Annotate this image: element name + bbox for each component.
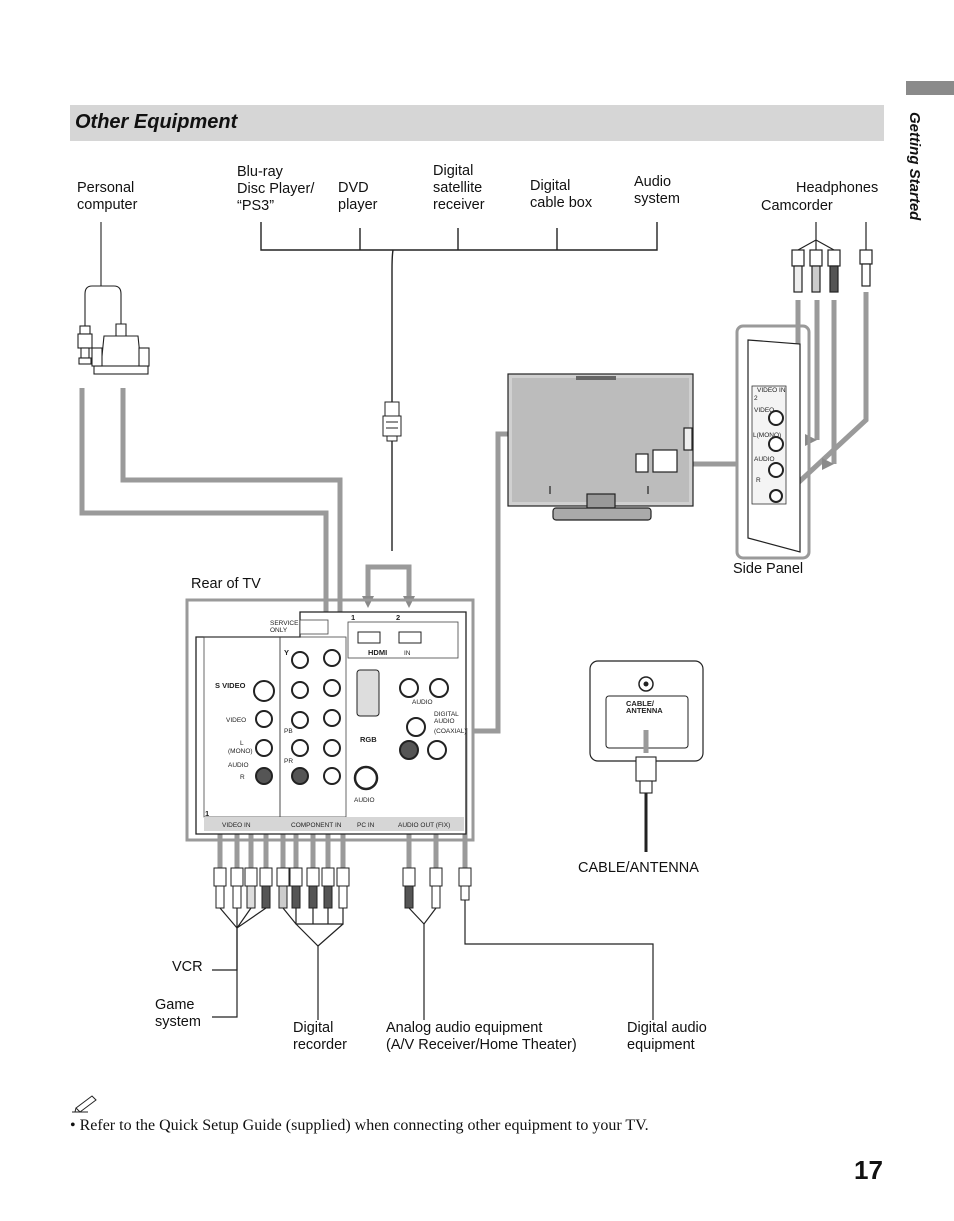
section-header: Other Equipment: [70, 105, 884, 141]
side-video-in-label: VIDEO IN: [757, 387, 786, 394]
label-camcorder: Camcorder: [761, 198, 833, 214]
coax-plug-icon: [635, 756, 657, 852]
audio-label: AUDIO: [228, 762, 249, 769]
label-cable-antenna: CABLE/ANTENNA: [578, 860, 699, 876]
hdmi-2-label: 2: [396, 613, 400, 622]
coaxial-label: (COAXIAL): [434, 728, 467, 735]
label-rear-of-tv: Rear of TV: [191, 576, 261, 592]
pr-label: PR: [284, 758, 293, 765]
side-panel: [735, 324, 811, 560]
label-digital-audio: Digital audio equipment: [627, 1020, 707, 1053]
pc-audio-label: AUDIO: [354, 797, 375, 804]
camcorder-plugs: [791, 222, 873, 293]
audio-top-label: AUDIO: [412, 699, 433, 706]
label-vcr: VCR: [172, 959, 203, 975]
label-analog-audio: Analog audio equipment (A/V Receiver/Hom…: [386, 1020, 577, 1053]
cable-antenna-jack-label: CABLE/ANTENNA: [626, 699, 663, 715]
side-r-label: R: [756, 477, 761, 484]
label-digital-recorder: Digital recorder: [293, 1020, 347, 1053]
audio-l-label: L: [240, 740, 244, 747]
side-tab-marker: [906, 81, 954, 95]
label-audio-system: Audio system: [634, 174, 680, 207]
page-number: 17: [854, 1155, 883, 1185]
side-tab-label: Getting Started: [906, 112, 923, 221]
label-side-panel: Side Panel: [733, 561, 804, 577]
pc-in-label: PC IN: [357, 822, 375, 829]
label-satellite: Digital satellite receiver: [433, 163, 485, 213]
plug-group-brackets: [212, 900, 654, 1020]
component-in-label: COMPONENT IN: [291, 822, 342, 829]
cable-antenna-box: [589, 660, 704, 762]
hdmi-logo: HDMI: [368, 648, 387, 657]
audio-r-label: R: [240, 774, 245, 781]
label-headphones: Headphones: [796, 180, 879, 196]
hdmi-in-label: IN: [404, 650, 411, 657]
section-title: Other Equipment: [75, 111, 238, 133]
device-bracket: [260, 222, 658, 402]
video-label: VIDEO: [226, 717, 246, 724]
label-cable-box: Digital cable box: [530, 178, 593, 211]
label-game-system: Game system: [155, 997, 201, 1030]
side-audio-label: AUDIO: [754, 456, 775, 463]
side-2-label: 2: [754, 395, 758, 402]
video-in-label: VIDEO IN: [222, 822, 251, 829]
rgb-label: RGB: [360, 735, 377, 744]
audio-out-label: AUDIO OUT (FIX): [398, 822, 450, 829]
label-dvd: DVD player: [338, 180, 378, 213]
tv-illustration: [507, 373, 694, 521]
y-label: Y: [284, 648, 289, 657]
hdmi-plug-icon: [382, 401, 402, 442]
side-video-label: VIDEO: [754, 407, 774, 414]
side-l-mono-label: L(MONO): [753, 432, 781, 439]
label-personal-computer: Personal computer: [77, 180, 138, 213]
bottom-plugs: [213, 867, 472, 909]
mono-label: (MONO): [228, 748, 253, 755]
s-video-label: S VIDEO: [215, 681, 246, 690]
label-bluray: Blu-ray Disc Player/ “PS3”: [237, 164, 315, 214]
pb-label: PB: [284, 728, 293, 735]
hdmi-1-label: 1: [351, 613, 355, 622]
rear-panel: [185, 598, 475, 842]
bottom-1-label: 1: [205, 809, 209, 818]
pencil-note-icon: [72, 1095, 97, 1113]
pc-connector-icon: [77, 222, 150, 375]
note-text: • Refer to the Quick Setup Guide (suppli…: [70, 1117, 649, 1134]
